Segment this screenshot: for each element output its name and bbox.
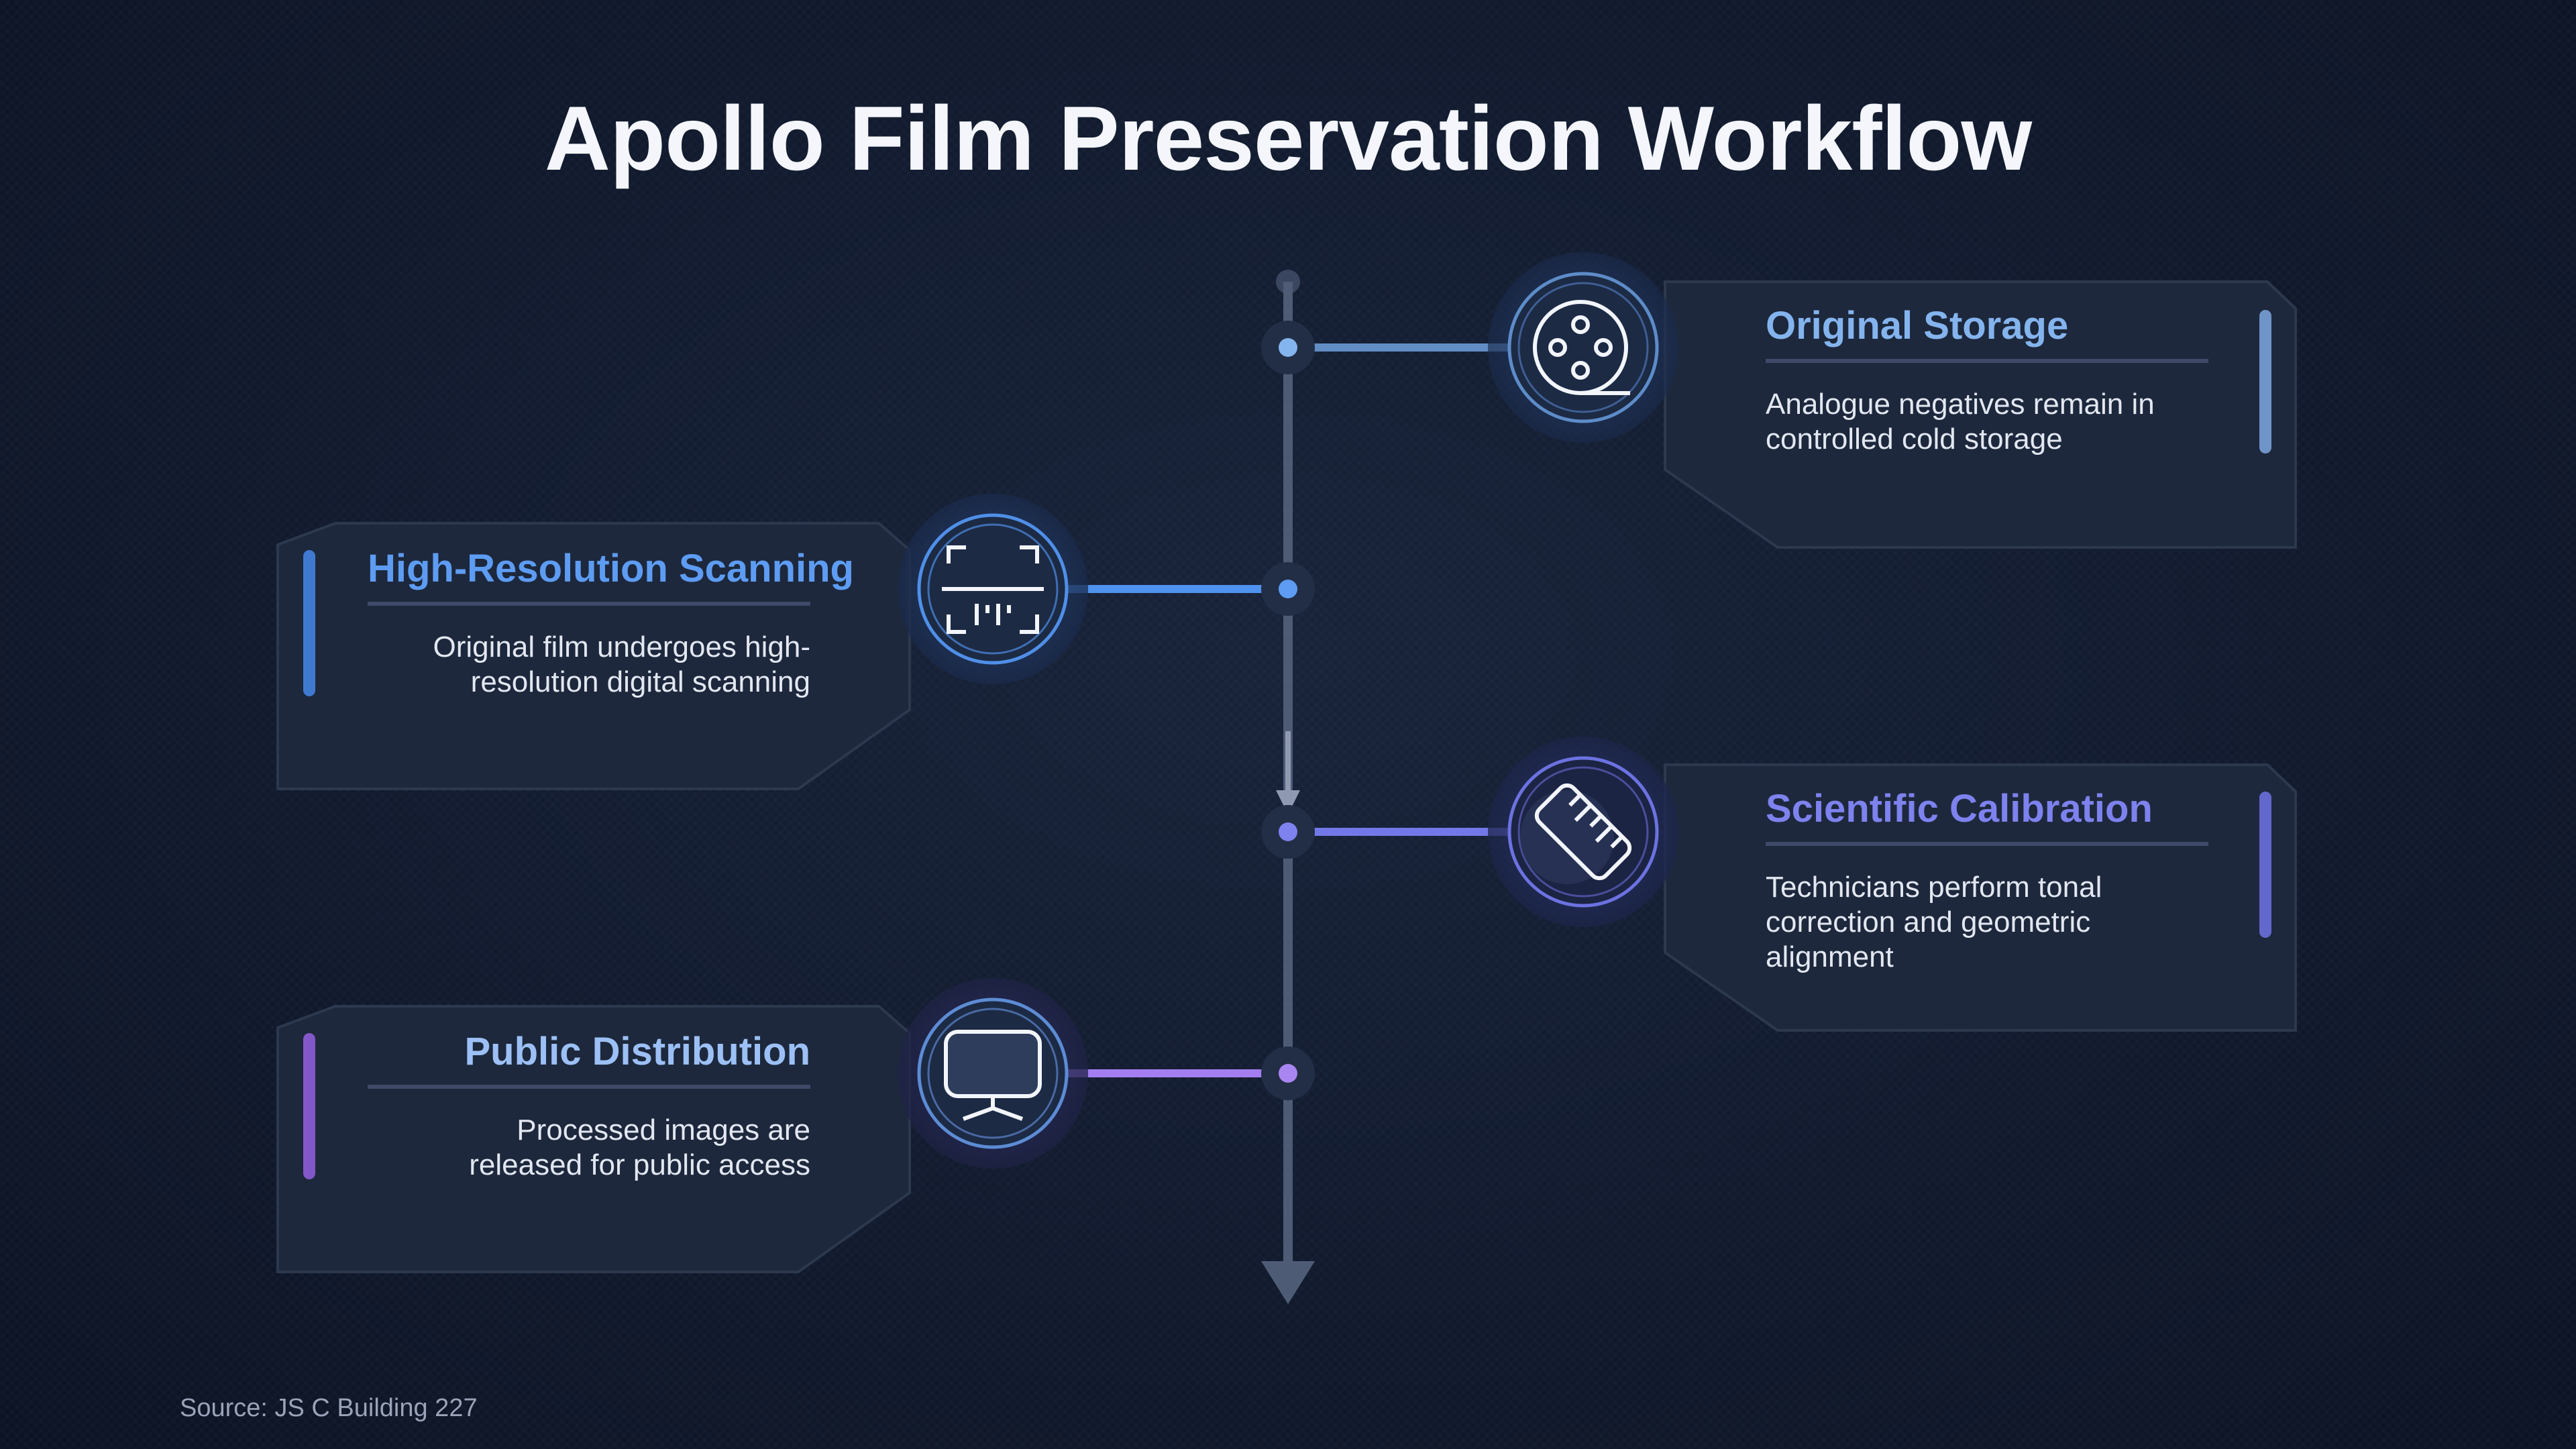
accent-bar <box>2259 310 2271 453</box>
step-original-storage <box>1261 252 2297 549</box>
step-public-distribution <box>276 978 1315 1273</box>
step-description: Original film undergoes high-resolution … <box>433 631 810 698</box>
step-title: Scientific Calibration <box>1766 786 2208 846</box>
step-title: Original Storage <box>1766 303 2208 363</box>
step-card <box>1664 763 2297 1032</box>
accent-bar <box>303 550 315 696</box>
step-title: Public Distribution <box>368 1029 810 1089</box>
page-title: Apollo Film Preservation Workflow <box>544 87 2032 189</box>
step-description: Technicians perform tonal correction and… <box>1766 871 2102 973</box>
accent-bar <box>303 1033 315 1179</box>
step-title: High-Resolution Scanning <box>368 546 854 606</box>
scan-frame-icon <box>942 545 1044 634</box>
timeline-spine <box>1261 270 1315 1304</box>
step-scientific-calibration <box>1261 737 2297 1032</box>
step-high-resolution-scanning <box>276 494 1315 790</box>
accent-bar <box>2259 792 2271 938</box>
step-description: Processed images are released for public… <box>469 1114 810 1181</box>
card-public-distribution: Public Distribution Processed images are… <box>368 1029 810 1183</box>
ruler-icon <box>1534 783 1632 881</box>
monitor-icon <box>944 1030 1042 1121</box>
step-card <box>1664 280 2297 549</box>
source-note: Source: JS C Building 227 <box>180 1394 478 1422</box>
timeline-end-arrow <box>1261 1261 1315 1304</box>
step-description: Analogue negatives remain in controlled … <box>1766 388 2155 455</box>
card-high-resolution-scanning: High-Resolution Scanning Original film u… <box>368 546 854 700</box>
film-reel-icon <box>1533 300 1630 395</box>
card-original-storage: Original Storage Analogue negatives rema… <box>1766 303 2208 457</box>
card-scientific-calibration: Scientific Calibration Technicians perfo… <box>1766 786 2208 975</box>
